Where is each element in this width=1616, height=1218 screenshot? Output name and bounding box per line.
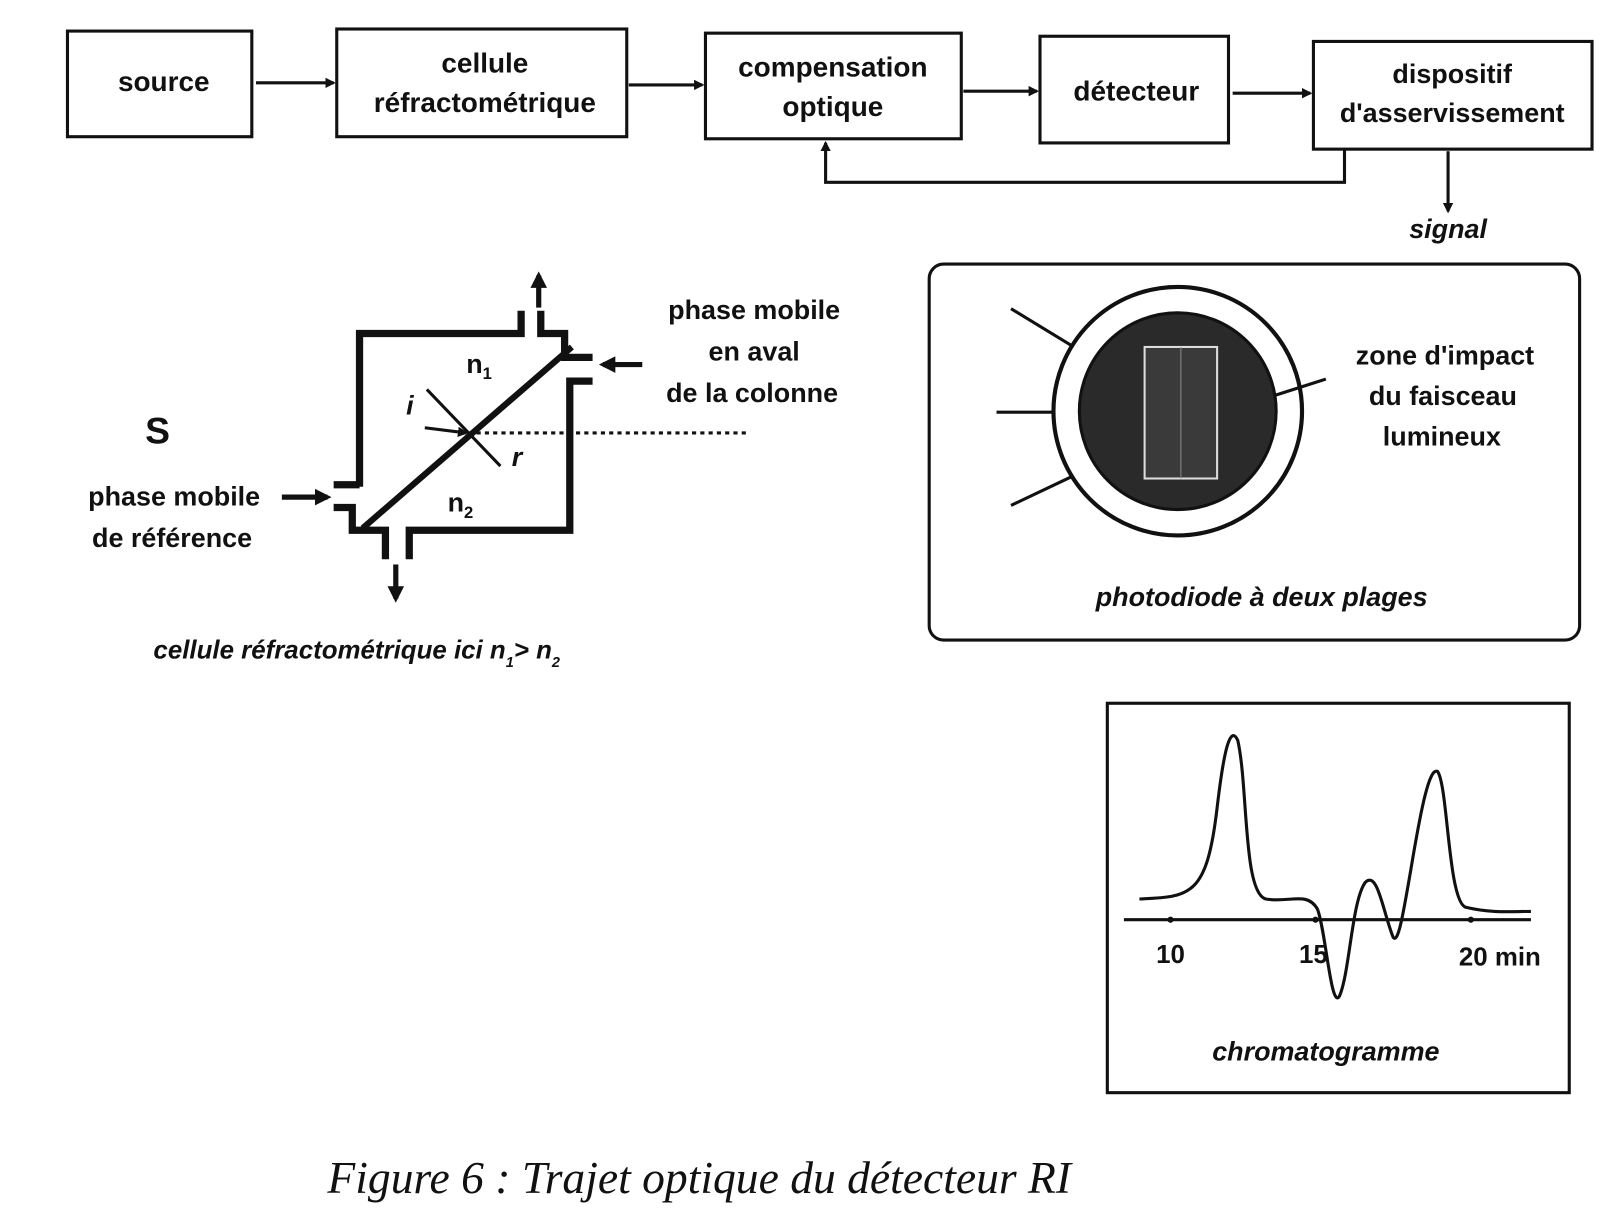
downstream-label-3: de la colonne <box>666 378 838 408</box>
flow-arrows <box>255 77 1454 214</box>
block-cell: cellule réfractométrique <box>335 27 629 139</box>
chromatogram-trace <box>1139 734 1531 1000</box>
detector-label: détecteur <box>1073 75 1199 106</box>
chromatogram-caption: chromatogramme <box>1212 1037 1439 1067</box>
reference-label-2: de référence <box>92 523 252 553</box>
chromatogram-panel <box>1105 701 1571 1095</box>
tick-15: 15 <box>1299 941 1328 969</box>
servo-label-1: dispositif <box>1392 59 1513 89</box>
separation-window <box>360 344 574 531</box>
normal-line <box>425 388 502 468</box>
downstream-label-2: en aval <box>709 336 800 366</box>
cell-label-1: cellule <box>441 48 528 79</box>
tick-20-min: 20 min <box>1459 943 1541 971</box>
block-compensation: compensation optique <box>703 31 963 141</box>
signal-label: signal <box>1409 214 1487 244</box>
impact-label-2: du faisceau <box>1369 381 1517 411</box>
n1-label: n1 <box>466 349 492 383</box>
angle-r-label: r <box>512 442 524 472</box>
n2-label: n2 <box>448 488 474 522</box>
block-source: source <box>65 29 254 139</box>
compensation-label-2: optique <box>782 91 883 122</box>
photodiode-caption: photodiode à deux plages <box>1095 582 1428 612</box>
block-servo: dispositif d'asservissement <box>1311 39 1594 151</box>
figure-caption: Figure 6 : Trajet optique du détecteur R… <box>326 1152 1072 1203</box>
cell-caption: cellule réfractométrique ici n1> n2 <box>153 637 560 671</box>
source-label: source <box>118 66 210 97</box>
angle-i-label: i <box>406 390 414 420</box>
refractometric-cell <box>281 271 748 603</box>
downstream-label-1: phase mobile <box>668 295 840 325</box>
incident-beam <box>424 426 469 438</box>
servo-label-2: d'asservissement <box>1340 98 1565 128</box>
S-label: S <box>145 409 170 451</box>
cell-label-2: réfractométrique <box>374 87 596 118</box>
compensation-label-1: compensation <box>738 52 928 83</box>
tick-10: 10 <box>1156 941 1185 969</box>
block-detector: détecteur <box>1038 34 1231 145</box>
impact-label-3: lumineux <box>1383 421 1501 451</box>
impact-label-1: zone d'impact <box>1356 341 1534 371</box>
photodiode-panel <box>927 262 1582 642</box>
reference-label-1: phase mobile <box>88 481 260 511</box>
